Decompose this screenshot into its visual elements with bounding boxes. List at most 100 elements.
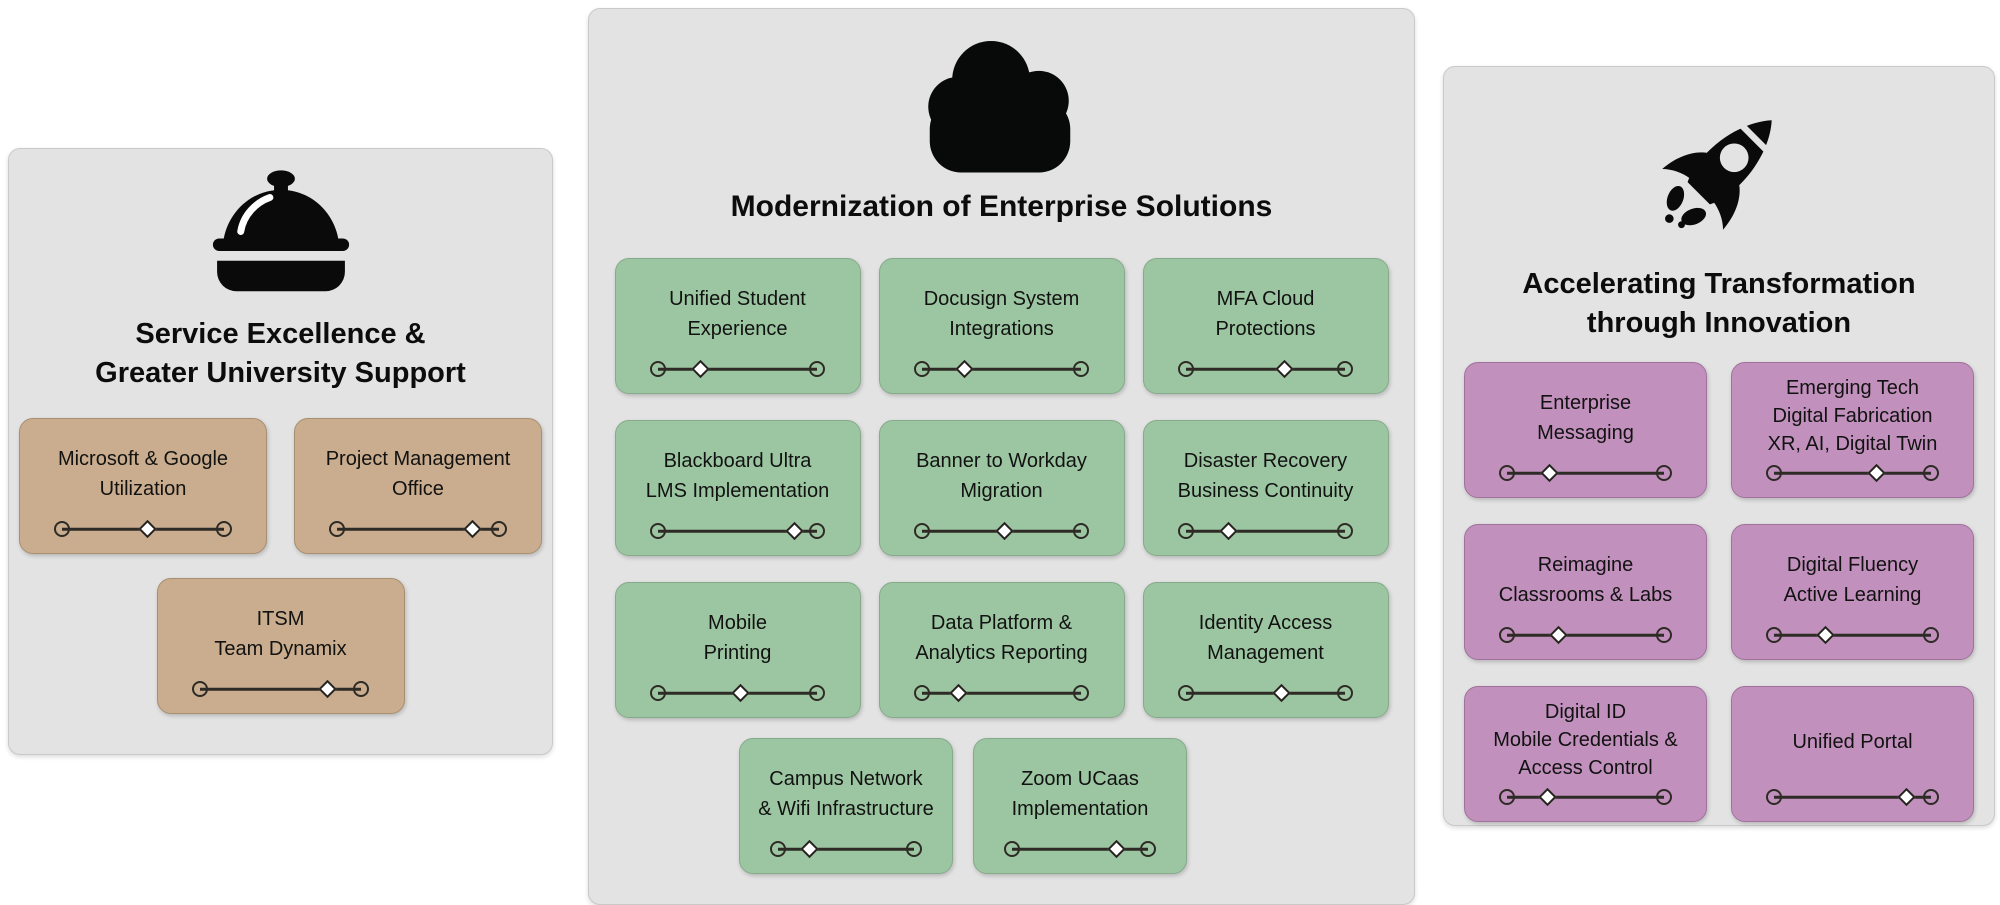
slider-diamond-marker[interactable] bbox=[318, 679, 337, 699]
slider-diamond-marker[interactable] bbox=[1107, 839, 1127, 859]
slider-diamond-marker[interactable] bbox=[1896, 787, 1916, 807]
slider-start-circle bbox=[1765, 627, 1782, 644]
slider-diamond-marker[interactable] bbox=[799, 839, 819, 859]
panel-title: Service Excellence & Greater University … bbox=[95, 318, 466, 389]
slider-diamond-marker[interactable] bbox=[1549, 625, 1568, 645]
slider-end-circle bbox=[809, 361, 826, 377]
initiative-card[interactable]: Digital Fluency Active Learning bbox=[1731, 524, 1974, 661]
panel-innovation: Accelerating Transformation through Inno… bbox=[1443, 66, 1995, 826]
slider-diamond-marker[interactable] bbox=[463, 519, 482, 539]
slider-diamond-marker[interactable] bbox=[1538, 787, 1557, 807]
initiative-card[interactable]: Mobile Printing bbox=[614, 582, 861, 718]
slider-start-circle bbox=[913, 361, 930, 377]
slider-diamond-marker[interactable] bbox=[691, 359, 710, 379]
slider-track bbox=[921, 367, 1082, 371]
initiative-label: Banner to Workday Migration bbox=[916, 449, 1087, 502]
initiative-label: MFA Cloud Protections bbox=[1215, 287, 1316, 340]
initiative-card[interactable]: Campus Network & Wifi Infrastructure bbox=[739, 738, 953, 874]
cloud-icon bbox=[589, 35, 1414, 177]
initiative-label: Blackboard Ultra LMS Implementation bbox=[645, 449, 830, 502]
slider-end-circle bbox=[215, 521, 232, 538]
progress-slider[interactable] bbox=[1765, 787, 1940, 807]
panel-title: Accelerating Transformation through Inno… bbox=[1522, 268, 1916, 339]
progress-slider[interactable] bbox=[649, 359, 826, 379]
slider-diamond-marker[interactable] bbox=[731, 683, 750, 703]
progress-slider[interactable] bbox=[769, 839, 923, 859]
progress-slider[interactable] bbox=[1003, 839, 1157, 859]
initiative-card[interactable]: Identity Access Management bbox=[1142, 582, 1389, 718]
progress-slider[interactable] bbox=[1177, 521, 1354, 541]
slider-diamond-marker[interactable] bbox=[1866, 463, 1886, 483]
progress-slider[interactable] bbox=[913, 683, 1090, 703]
initiative-card[interactable]: MFA Cloud Protections bbox=[1142, 258, 1389, 394]
slider-diamond-marker[interactable] bbox=[138, 519, 158, 539]
progress-slider[interactable] bbox=[1765, 463, 1940, 483]
progress-slider[interactable] bbox=[1177, 359, 1354, 379]
progress-slider[interactable] bbox=[913, 359, 1090, 379]
progress-slider[interactable] bbox=[1498, 463, 1673, 483]
initiative-label: Enterprise Messaging bbox=[1537, 391, 1634, 444]
slider-end-circle bbox=[1140, 841, 1157, 857]
initiative-card[interactable]: Data Platform & Analytics Reporting bbox=[878, 582, 1125, 718]
slider-diamond-marker[interactable] bbox=[1219, 521, 1238, 541]
slider-diamond-marker[interactable] bbox=[1540, 463, 1559, 483]
progress-slider[interactable] bbox=[649, 683, 826, 703]
progress-slider[interactable] bbox=[1177, 683, 1354, 703]
initiative-card[interactable]: Enterprise Messaging bbox=[1464, 362, 1707, 499]
slider-diamond-marker[interactable] bbox=[1816, 625, 1835, 645]
progress-slider[interactable] bbox=[1765, 625, 1940, 645]
slider-end-circle bbox=[1923, 627, 1940, 644]
progress-slider[interactable] bbox=[54, 519, 232, 539]
slider-start-circle bbox=[1177, 523, 1194, 539]
progress-slider[interactable] bbox=[1498, 625, 1673, 645]
progress-slider[interactable] bbox=[913, 521, 1090, 541]
initiative-card[interactable]: Microsoft & Google Utilization bbox=[19, 418, 267, 555]
slider-start-circle bbox=[1177, 685, 1194, 701]
slider-diamond-marker[interactable] bbox=[995, 521, 1014, 541]
slider-track bbox=[199, 687, 362, 691]
slider-start-circle bbox=[54, 521, 71, 538]
slider-end-circle bbox=[353, 681, 370, 698]
slider-track bbox=[1185, 367, 1346, 371]
initiative-card[interactable]: Digital ID Mobile Credentials & Access C… bbox=[1464, 686, 1707, 823]
slider-track bbox=[1185, 691, 1346, 695]
slider-end-circle bbox=[1073, 685, 1090, 701]
initiative-card[interactable]: Emerging Tech Digital Fabrication XR, AI… bbox=[1731, 362, 1974, 499]
slider-end-circle bbox=[1337, 523, 1354, 539]
initiative-card[interactable]: Unified Student Experience bbox=[614, 258, 861, 394]
initiative-card[interactable]: Unified Portal bbox=[1731, 686, 1974, 823]
slider-track bbox=[1773, 633, 1932, 637]
slider-end-circle bbox=[1337, 685, 1354, 701]
slider-end-circle bbox=[1923, 789, 1940, 806]
slider-diamond-marker[interactable] bbox=[785, 521, 805, 541]
slider-track bbox=[337, 527, 499, 531]
initiative-card[interactable]: Disaster Recovery Business Continuity bbox=[1142, 420, 1389, 556]
progress-slider[interactable] bbox=[649, 521, 826, 541]
slider-diamond-marker[interactable] bbox=[1275, 359, 1294, 379]
slider-track bbox=[1773, 795, 1932, 799]
progress-slider[interactable] bbox=[1498, 787, 1673, 807]
slider-start-circle bbox=[649, 523, 666, 539]
initiative-label: Data Platform & Analytics Reporting bbox=[915, 611, 1088, 664]
initiative-card[interactable]: Banner to Workday Migration bbox=[878, 420, 1125, 556]
progress-slider[interactable] bbox=[329, 519, 507, 539]
initiative-card[interactable]: ITSM Team Dynamix bbox=[156, 578, 405, 715]
initiative-card[interactable]: Project Management Office bbox=[294, 418, 542, 555]
slider-diamond-marker[interactable] bbox=[949, 683, 968, 703]
initiative-label: Unified Portal bbox=[1792, 730, 1913, 753]
panel-service-excellence: Service Excellence & Greater University … bbox=[8, 148, 553, 755]
initiative-card[interactable]: Zoom UCaas Implementation bbox=[973, 738, 1187, 874]
slider-diamond-marker[interactable] bbox=[955, 359, 974, 379]
slider-track bbox=[1773, 471, 1932, 475]
progress-slider[interactable] bbox=[191, 679, 370, 699]
initiative-label: Unified Student Experience bbox=[669, 287, 806, 340]
slider-track bbox=[777, 847, 915, 851]
initiative-card[interactable]: Blackboard Ultra LMS Implementation bbox=[614, 420, 861, 556]
slider-end-circle bbox=[1656, 465, 1673, 482]
initiative-card[interactable]: Reimagine Classrooms & Labs bbox=[1464, 524, 1707, 661]
initiative-label: Mobile Printing bbox=[703, 611, 772, 664]
slider-diamond-marker[interactable] bbox=[1272, 683, 1291, 703]
slider-end-circle bbox=[809, 523, 826, 539]
initiative-card[interactable]: Docusign System Integrations bbox=[878, 258, 1125, 394]
slider-track bbox=[921, 691, 1082, 695]
